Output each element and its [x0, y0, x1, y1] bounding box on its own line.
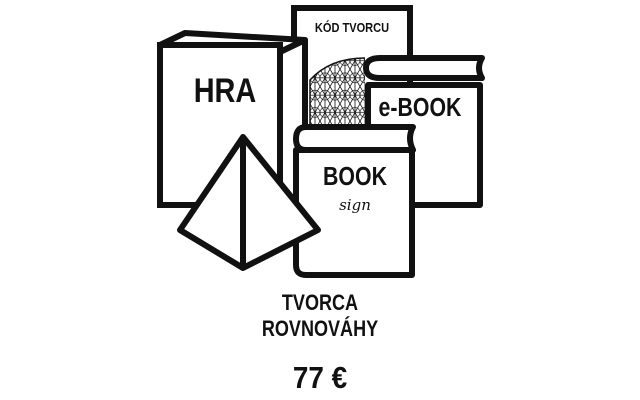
game-box-label: HRA: [194, 71, 257, 110]
book-sign-label: sign: [339, 196, 371, 214]
product-title-line2: ROVNOVÁHY: [261, 316, 379, 341]
code-book-label: KÓD TVORCU: [315, 19, 389, 35]
pyramid-icon: [177, 134, 321, 271]
product-title-line1: TVORCA: [281, 290, 359, 315]
book-icon: BOOK sign: [293, 124, 416, 278]
book-label: BOOK: [323, 162, 387, 192]
product-price: 77 €: [292, 360, 348, 395]
ebook-label: e-BOOK: [379, 93, 462, 123]
